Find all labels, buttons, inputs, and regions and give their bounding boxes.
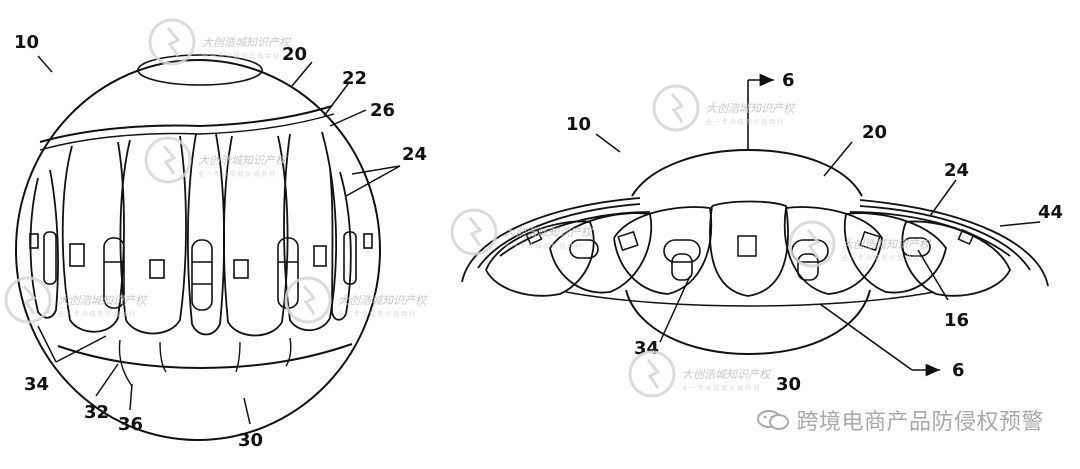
svg-text:全 一 专 业 成 就 价 值 共 创: 全 一 专 业 成 就 价 值 共 创: [198, 170, 275, 178]
panel-windows: [29, 233, 373, 279]
wechat-icon: [757, 410, 790, 430]
right-reference-numerals: 10 20 24 44 16 34 30 6 6: [566, 70, 1063, 395]
watermark-2: 大创浩城知识产权 全 一 专 业 成 就 价 值 共 创: [144, 136, 288, 184]
svg-text:大创浩城知识产权: 大创浩城知识产权: [198, 154, 288, 167]
label-44-right: 44: [1038, 202, 1063, 223]
section-line-6: [747, 73, 940, 377]
svg-text:大创浩城知识产权: 大创浩城知识产权: [682, 368, 772, 381]
top-cap-band: [39, 105, 333, 143]
ball-outline: [15, 59, 381, 441]
label-34-left: 34: [24, 374, 49, 395]
label-24-right: 24: [944, 160, 969, 181]
label-22-left: 22: [342, 68, 367, 89]
watermark-7: 大创浩城知识产权 全 一 专 业 成 就 价 值 共 创: [788, 220, 932, 268]
top-cap-opening: [137, 54, 263, 86]
left-ball-figure: [15, 54, 381, 441]
svg-text:全 一 专 业 成 就 价 值 共 创: 全 一 专 业 成 就 价 值 共 创: [338, 310, 415, 318]
label-26-left: 26: [370, 100, 395, 121]
footer-account-watermark: 跨境电商产品防侵权预警: [756, 404, 1044, 436]
right-leader-lines: [595, 133, 1041, 343]
right-side-figure: [461, 148, 1049, 356]
label-10-left: 10: [14, 32, 39, 53]
bottom-cap-band: [57, 343, 353, 370]
left-leader-lines: [37, 55, 401, 425]
watermark-5: 大创浩城知识产权 全 一 专 业 成 就 价 值 共 创: [652, 84, 796, 132]
lower-seams: [118, 337, 292, 387]
watermarks: 大创浩城知识产权 全 一 专 业 成 就 价 值 共 创 大创浩城知识产权 全 …: [4, 18, 932, 398]
svg-text:大创浩城知识产权: 大创浩城知识产权: [504, 226, 594, 239]
label-30-right: 30: [776, 374, 801, 395]
top-dome: [631, 148, 863, 197]
label-6-bottom: 6: [952, 360, 965, 381]
footer-account-name: 跨境电商产品防侵权预警: [796, 410, 1044, 435]
label-16-right: 16: [944, 310, 969, 331]
watermark-8: 大创浩城知识产权 全 一 专 业 成 就 价 值 共 创: [628, 350, 772, 398]
petal-lobes: [485, 200, 1011, 297]
label-20-right: 20: [862, 122, 887, 143]
svg-text:大创浩城知识产权: 大创浩城知识产权: [706, 102, 796, 115]
svg-text:全 一 专 业 成 就 价 值 共 创: 全 一 专 业 成 就 价 值 共 创: [202, 52, 279, 60]
svg-text:全 一 专 业 成 就 价 值 共 创: 全 一 专 业 成 就 价 值 共 创: [682, 384, 759, 392]
label-36-left: 36: [118, 414, 143, 435]
watermark-4: 大创浩城知识产权 全 一 专 业 成 就 价 值 共 创: [284, 276, 428, 324]
svg-text:大创浩城知识产权: 大创浩城知识产权: [58, 294, 148, 307]
left-reference-numerals: 10 20 22 26 24 34 32 36 30: [14, 32, 427, 451]
svg-text:大创浩城知识产权: 大创浩城知识产权: [842, 238, 932, 251]
label-24-left: 24: [402, 144, 427, 165]
label-20-left: 20: [282, 44, 307, 65]
watermark-3: 大创浩城知识产权 全 一 专 业 成 就 价 值 共 创: [4, 276, 148, 324]
flared-arms: [461, 197, 1049, 287]
svg-text:大创浩城知识产权: 大创浩城知识产权: [338, 294, 428, 307]
label-32-left: 32: [84, 402, 109, 423]
label-30-left: 30: [238, 430, 263, 451]
svg-text:大创浩城知识产权: 大创浩城知识产权: [202, 36, 292, 49]
label-10-right: 10: [566, 114, 591, 135]
svg-text:全 一 专 业 成 就 价 值 共 创: 全 一 专 业 成 就 价 值 共 创: [842, 254, 919, 262]
petal-windows: [525, 229, 975, 257]
watermark-1: 大创浩城知识产权 全 一 专 业 成 就 价 值 共 创: [148, 18, 292, 66]
svg-text:全 一 专 业 成 就 价 值 共 创: 全 一 专 业 成 就 价 值 共 创: [58, 310, 135, 318]
svg-text:全 一 专 业 成 就 价 值 共 创: 全 一 专 业 成 就 价 值 共 创: [504, 242, 581, 250]
label-6-top: 6: [782, 70, 795, 91]
watermark-6: 大创浩城知识产权 全 一 专 业 成 就 价 值 共 创: [450, 208, 594, 256]
bottom-dome: [625, 289, 871, 356]
svg-text:全 一 专 业 成 就 价 值 共 创: 全 一 专 业 成 就 价 值 共 创: [706, 118, 783, 126]
